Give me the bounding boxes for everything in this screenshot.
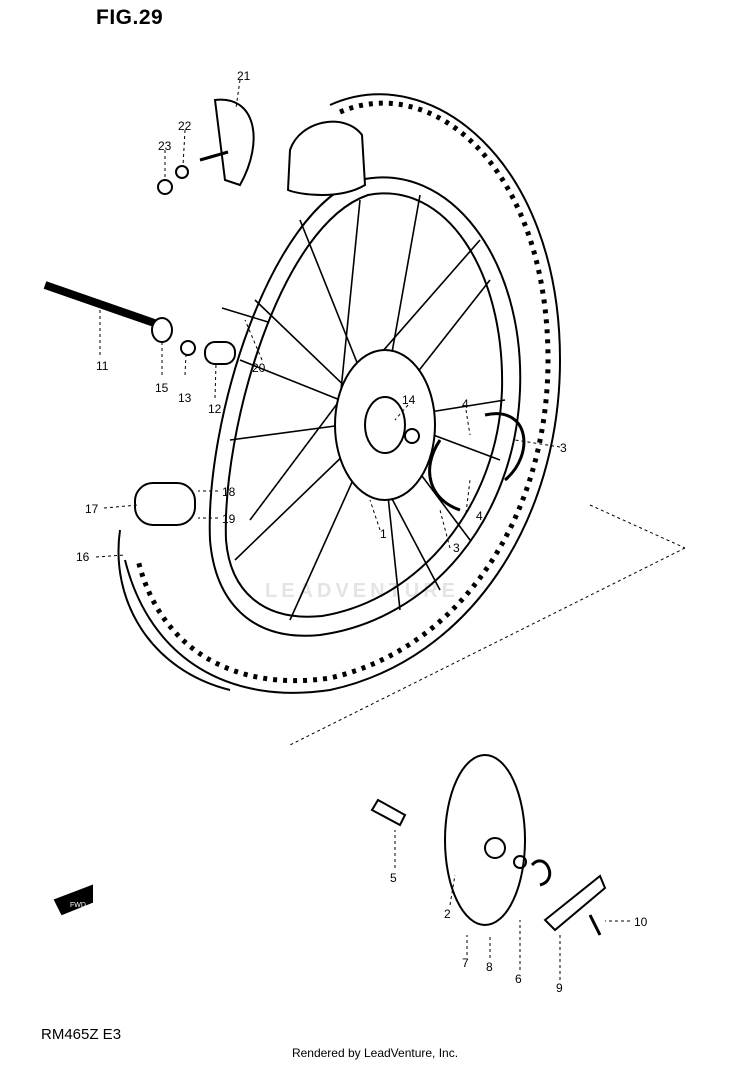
callout-21: 21 [237,69,251,83]
footer-credit: Rendered by LeadVenture, Inc. [291,1046,459,1060]
callout-3-right: 3 [560,441,567,455]
callout-6: 6 [515,972,522,986]
callout-13: 13 [178,391,192,405]
callout-11: 11 [96,359,109,373]
callout-15: 15 [155,381,169,395]
callout-9: 9 [556,981,563,995]
tube-section [286,120,367,196]
brake-shoe-lower [428,439,461,512]
wheel-rim [208,176,522,637]
callout-14: 14 [402,393,416,407]
tire-section [117,529,231,691]
figure-title: FIG.29 [96,6,164,29]
axle [43,281,162,329]
axle-spacer [204,341,236,365]
callout-17: 17 [85,502,99,516]
callout-1: 1 [380,527,387,541]
callout-16: 16 [76,550,90,564]
callout-23: 23 [158,139,172,153]
callout-7: 7 [462,956,469,970]
callout-4-upper: 4 [462,397,469,411]
tire-tread [135,100,551,684]
model-code: RM465Z E3 [41,1026,122,1043]
rim-band [134,482,196,526]
watermark: LEADVENTURE [265,580,460,602]
callout-3-lower: 3 [453,541,460,555]
callout-18: 18 [222,485,236,499]
brake-shoe-upper [484,412,526,482]
rim-lock [213,98,255,187]
callout-19: 19 [222,512,236,526]
fwd-arrow [53,884,93,916]
callout-22: 22 [178,119,192,133]
brake-panel [444,754,526,926]
callout-4-lower: 4 [476,509,483,523]
wheel-hub [334,349,436,501]
tire-outline [124,93,562,694]
callout-2: 2 [444,907,451,921]
callout-8: 8 [486,960,493,974]
brake-lever [543,874,607,932]
callout-5: 5 [390,871,397,885]
callout-20: 20 [252,361,266,375]
fwd-label: FWD [70,902,86,909]
callout-12: 12 [208,402,222,416]
callout-10: 10 [634,915,648,929]
